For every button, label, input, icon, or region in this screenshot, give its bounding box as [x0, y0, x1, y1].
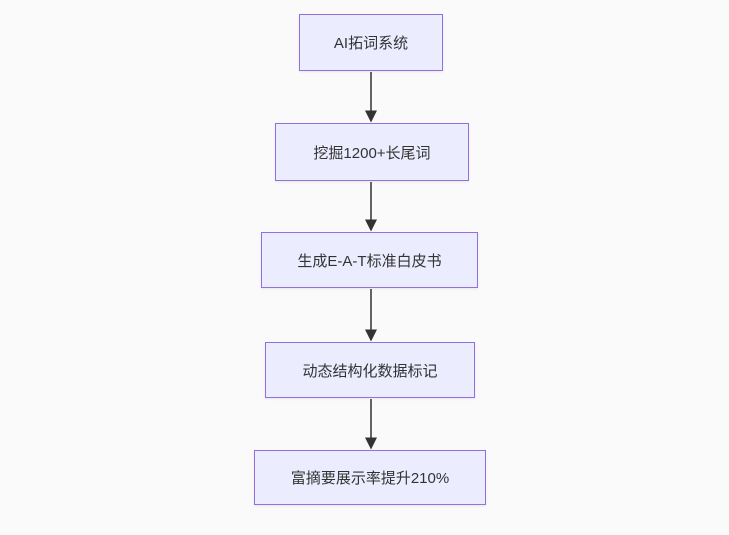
flow-node-ai-keyword-system[interactable]: AI拓词系统	[299, 14, 443, 71]
flow-node-label: 动态结构化数据标记	[302, 362, 438, 380]
flow-node-label: 挖掘1200+长尾词	[313, 144, 431, 162]
flow-node-structured-data-markup[interactable]: 动态结构化数据标记	[265, 342, 475, 398]
flow-node-eat-whitepaper[interactable]: 生成E-A-T标准白皮书	[261, 232, 478, 288]
flow-node-label: AI拓词系统	[333, 35, 409, 52]
flow-node-label: 富摘要展示率提升210%	[290, 470, 450, 487]
flow-node-rich-snippet-rate[interactable]: 富摘要展示率提升210%	[254, 450, 486, 505]
flow-node-longtail-mining[interactable]: 挖掘1200+长尾词	[275, 123, 469, 181]
flow-node-label: 生成E-A-T标准白皮书	[297, 252, 442, 270]
